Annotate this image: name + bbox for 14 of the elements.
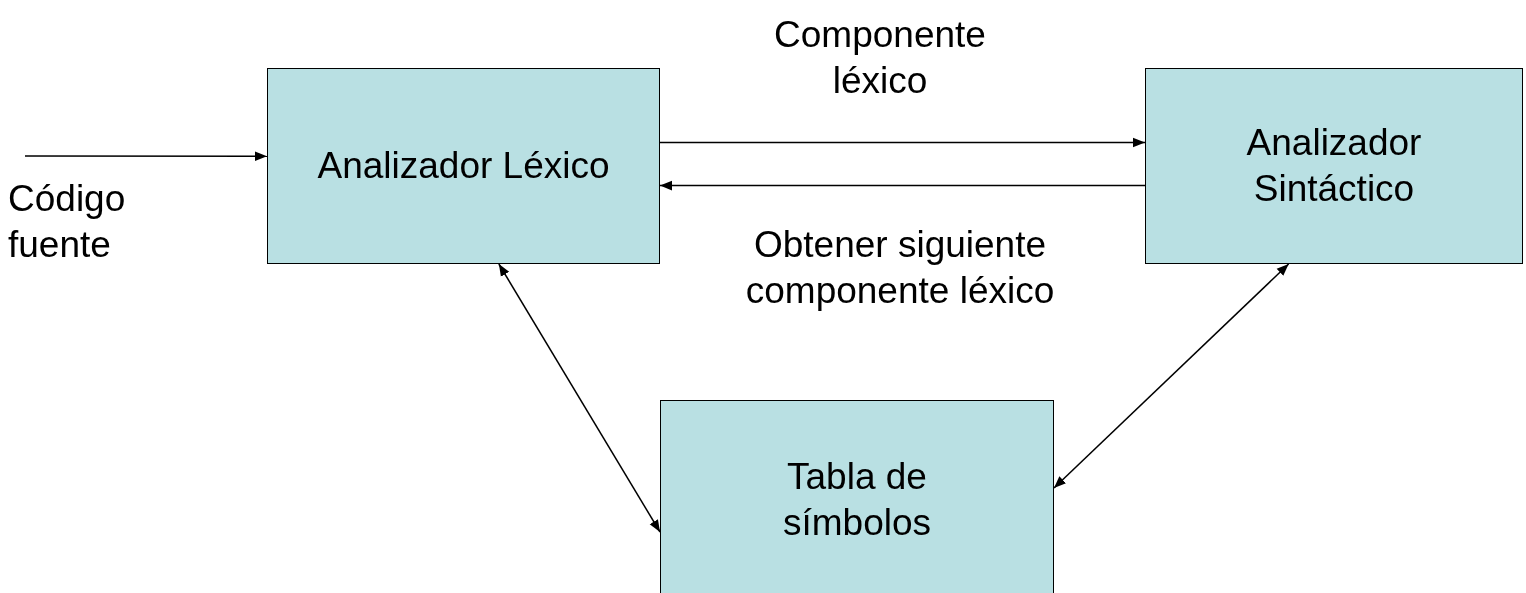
process-box <box>1145 68 1523 264</box>
process-box <box>660 400 1054 593</box>
box-label: Analizador Sintáctico <box>1245 121 1423 211</box>
arrow <box>1053 263 1290 489</box>
arrow <box>659 180 1146 191</box>
box-label: Tabla de símbolos <box>781 455 933 545</box>
process-box <box>267 68 660 264</box>
box-label: Analizador Léxico <box>317 144 610 188</box>
edge-label: Componente léxico <box>773 13 987 103</box>
edge-label: Obtener siguiente componente léxico <box>744 223 1056 313</box>
arrow <box>24 151 268 161</box>
edge-label: Código fuente <box>8 177 127 267</box>
arrow <box>659 137 1146 148</box>
arrow <box>498 263 661 533</box>
